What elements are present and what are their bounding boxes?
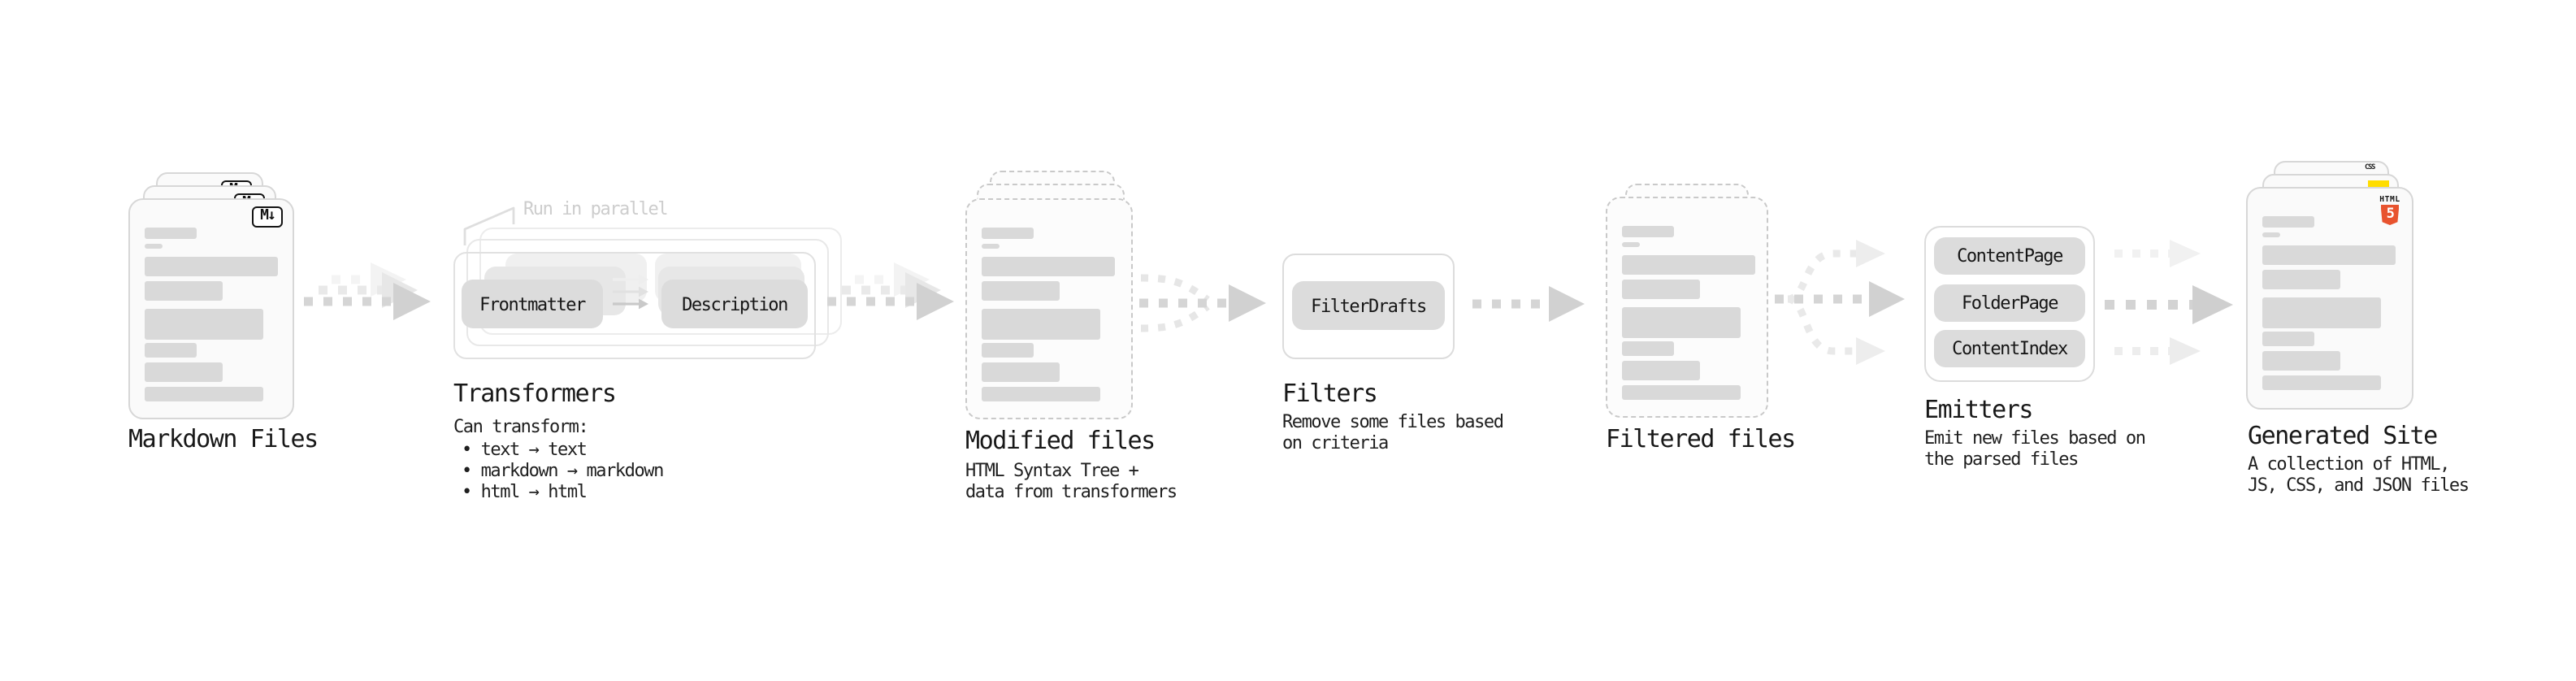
arrow-markdown-to-transformers bbox=[304, 262, 431, 320]
skeleton-bar bbox=[145, 243, 163, 249]
skeleton-bar bbox=[982, 308, 1100, 339]
markdown-glyph: M↓ bbox=[260, 207, 276, 223]
skeleton-bar bbox=[2262, 351, 2340, 370]
step-description: Description bbox=[661, 280, 808, 328]
transformers-desc: Can transform: bbox=[453, 416, 589, 437]
generated-site-desc: A collection of HTML, JS, CSS, and JSON … bbox=[2248, 453, 2470, 497]
skeleton-bar bbox=[1622, 280, 1700, 298]
skeleton-bar bbox=[1622, 306, 1741, 337]
skeleton-bar bbox=[982, 281, 1060, 300]
arrow-modified-to-filters bbox=[1139, 274, 1266, 332]
annotation-leader-line bbox=[463, 206, 515, 245]
node-label-filters: Filters bbox=[1282, 379, 1378, 408]
arrow-filtered-to-emitters bbox=[1775, 240, 1905, 365]
skeleton-bar bbox=[145, 362, 223, 381]
html5-shield: 5 bbox=[2380, 205, 2400, 225]
file-card: M↓ bbox=[128, 198, 294, 419]
skeleton-bar bbox=[982, 228, 1034, 238]
step-frontmatter: Frontmatter bbox=[462, 280, 603, 328]
node-label-modified-files: Modified files bbox=[965, 426, 1156, 455]
desc-line: A collection of HTML, bbox=[2248, 453, 2450, 475]
skeleton-bar bbox=[145, 343, 196, 357]
desc-line: HTML Syntax Tree + bbox=[965, 460, 1139, 481]
skeleton-bar bbox=[145, 256, 278, 276]
skeleton-bar bbox=[2262, 332, 2314, 345]
js-icon bbox=[2368, 180, 2389, 189]
skeleton-bar bbox=[145, 228, 197, 238]
file-card bbox=[965, 198, 1133, 419]
emitter-folderpage: FolderPage bbox=[1934, 284, 2085, 321]
bullet-item: • html → html bbox=[462, 481, 588, 503]
skeleton-bar bbox=[2262, 375, 2381, 390]
css-word: CSS bbox=[2365, 164, 2375, 172]
skeleton-bar bbox=[1622, 385, 1741, 400]
filter-filterdrafts: FilterDrafts bbox=[1292, 281, 1445, 330]
desc-line: Remove some files based bbox=[1282, 411, 1504, 432]
skeleton-bar bbox=[982, 362, 1060, 381]
skeleton-bar bbox=[2262, 232, 2280, 237]
markdown-icon: M↓ bbox=[252, 206, 283, 227]
bullet-item: • text → text bbox=[462, 439, 588, 460]
skeleton-bar bbox=[1622, 241, 1640, 247]
transformers-bullet-list: • text → text • markdown → markdown • ht… bbox=[462, 439, 664, 503]
filters-desc: Remove some files based on criteria bbox=[1282, 411, 1504, 455]
skeleton-bar bbox=[1622, 226, 1674, 236]
skeleton-bar bbox=[2262, 245, 2396, 265]
emitters-desc: Emit new files based on the parsed files bbox=[1924, 427, 2146, 471]
desc-line: the parsed files bbox=[1924, 449, 2079, 471]
annotation-run-in-parallel: Run in parallel bbox=[523, 198, 669, 219]
desc-line: Emit new files based on bbox=[1924, 427, 2146, 449]
skeleton-bar bbox=[982, 243, 1000, 249]
skeleton-bar bbox=[982, 256, 1115, 276]
skeleton-bar bbox=[145, 308, 263, 339]
arrow-filters-to-filtered bbox=[1472, 286, 1585, 322]
skeleton-bar bbox=[2262, 297, 2381, 327]
skeleton-bar bbox=[2262, 216, 2314, 227]
skeleton-bar bbox=[982, 343, 1033, 357]
node-label-filtered-files: Filtered files bbox=[1606, 424, 1796, 453]
desc-line: JS, CSS, and JSON files bbox=[2248, 475, 2470, 497]
skeleton-bar bbox=[145, 281, 223, 300]
bullet-item: • markdown → markdown bbox=[462, 460, 664, 482]
emitter-contentindex: ContentIndex bbox=[1934, 330, 2085, 367]
modified-files-desc: HTML Syntax Tree + data from transformer… bbox=[965, 460, 1177, 504]
node-label-generated-site: Generated Site bbox=[2248, 421, 2438, 450]
skeleton-bar bbox=[1622, 341, 1673, 355]
desc-line: on criteria bbox=[1282, 432, 1389, 454]
emitter-contentpage: ContentPage bbox=[1934, 237, 2085, 275]
desc-line: data from transformers bbox=[965, 481, 1177, 503]
arrow-emitters-to-generated bbox=[2105, 240, 2233, 365]
arrow-transformers-to-modified bbox=[827, 262, 954, 320]
node-label-transformers: Transformers bbox=[453, 379, 617, 408]
file-card bbox=[1606, 197, 1768, 418]
skeleton-bar bbox=[1622, 361, 1700, 380]
node-label-markdown-files: Markdown Files bbox=[128, 424, 319, 453]
skeleton-bar bbox=[1622, 254, 1755, 275]
html5-word: HTML bbox=[2379, 196, 2400, 204]
parallel-step-arrows bbox=[613, 274, 648, 310]
emitters-list: ContentPage FolderPage ContentIndex bbox=[1934, 237, 2085, 367]
transformer-box bbox=[453, 252, 816, 359]
skeleton-bar bbox=[2262, 270, 2340, 288]
html5-icon: HTML 5 bbox=[2379, 196, 2400, 225]
node-label-emitters: Emitters bbox=[1924, 395, 2033, 424]
file-card: HTML 5 bbox=[2246, 187, 2413, 410]
skeleton-bar bbox=[145, 387, 263, 401]
skeleton-bar bbox=[982, 387, 1100, 401]
